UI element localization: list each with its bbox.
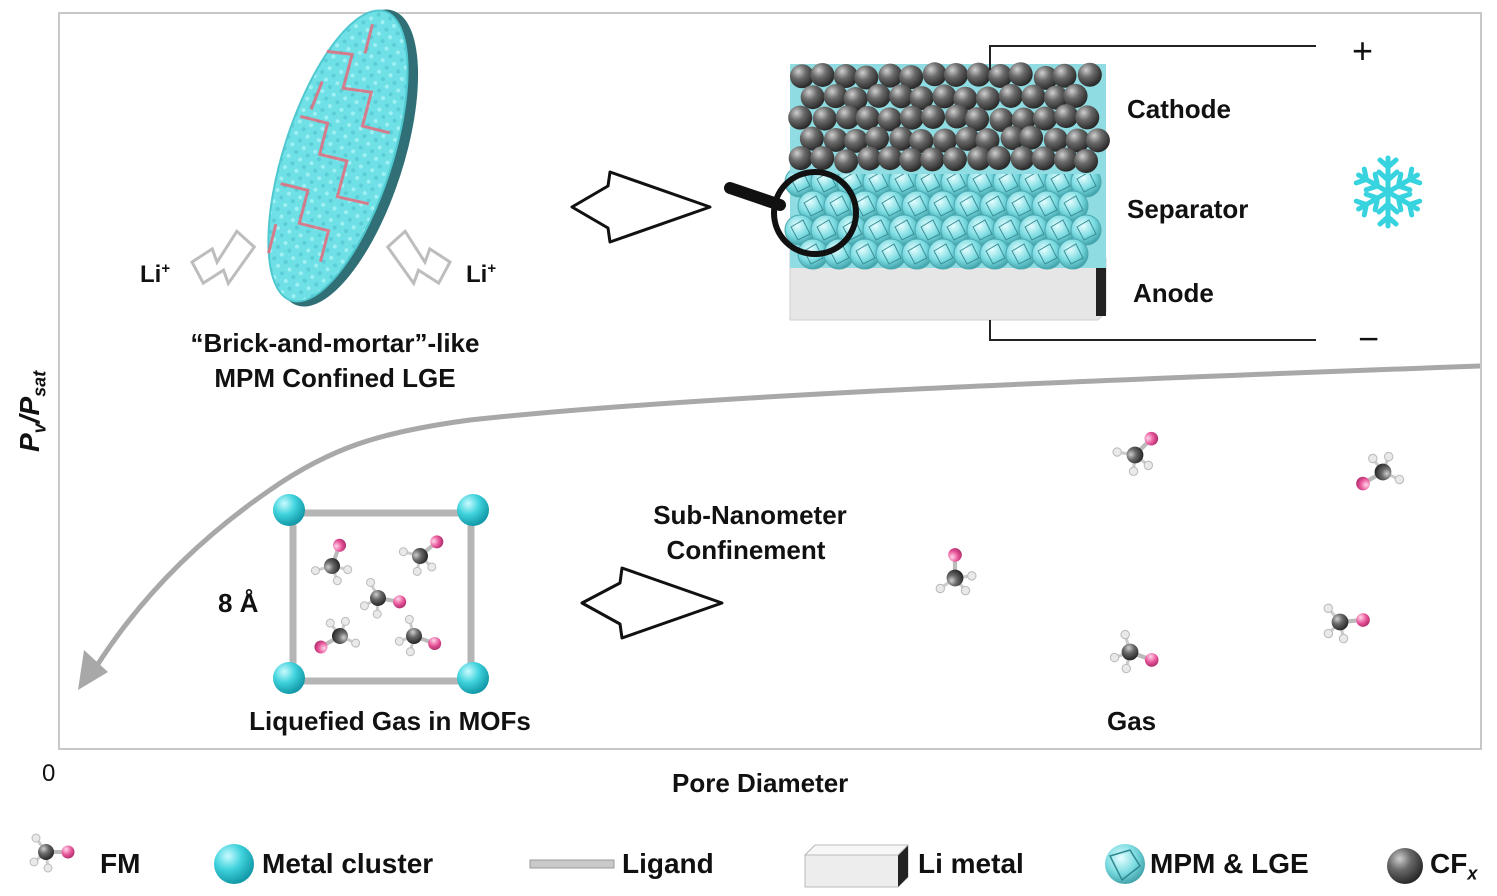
li-left-sup: + (161, 260, 171, 277)
plot-frame (58, 12, 1482, 750)
legend-fm: FM (100, 848, 141, 879)
snowflake-icon (1353, 155, 1423, 229)
mof-caption: Liquefied Gas in MOFs (249, 706, 531, 736)
minus-sign: − (1358, 318, 1380, 359)
li-ion-left: Li+ (140, 260, 170, 289)
li-right-text: Li (466, 261, 488, 288)
cathode-label: Cathode (1127, 94, 1231, 124)
legend-ligand: Ligand (622, 848, 714, 879)
disc-caption-line1: “Brick-and-mortar”-like (190, 328, 480, 358)
li-left-text: Li (140, 261, 162, 288)
separator-label: Separator (1127, 194, 1249, 224)
legend-metal-cluster: Metal cluster (262, 848, 434, 879)
plus-sign: + (1352, 30, 1374, 71)
brick-mortar-disc (267, 9, 419, 307)
y-label-sub2: sat (29, 370, 50, 397)
mof-cube (273, 494, 489, 694)
hollow-arrow-top (570, 170, 712, 244)
legend-cf-sub: x (1467, 863, 1478, 884)
x-axis-label: Pore Diameter (672, 768, 849, 798)
y-label-sub1: v (29, 423, 50, 434)
confinement-line2: Confinement (666, 535, 826, 565)
li-right-sup: + (487, 260, 497, 277)
origin-label: 0 (42, 760, 56, 787)
magnifier-icon (724, 169, 859, 257)
curve-arrowhead (78, 650, 108, 690)
pressure-curve (85, 363, 1481, 682)
battery-stack (784, 45, 1316, 341)
disc-caption-line2: MPM Confined LGE (214, 363, 456, 393)
li-arrow-right (385, 229, 452, 287)
anode-label: Anode (1133, 278, 1214, 308)
confinement-line1: Sub-Nanometer (653, 500, 847, 530)
li-arrow-left (190, 229, 257, 287)
li-ion-right: Li+ (466, 260, 496, 289)
legend-mpm-lge: MPM & LGE (1150, 848, 1309, 879)
legend-graphics (29, 833, 1423, 888)
gas-caption: Gas (1107, 706, 1157, 736)
legend-cf: CFx (1430, 848, 1477, 885)
legend-li-metal: Li metal (918, 848, 1024, 879)
y-label-p: P (14, 433, 45, 452)
mof-size-label: 8 Å (218, 588, 259, 618)
y-axis-label: Pv/Psat (14, 371, 51, 452)
legend-cf-text: CF (1430, 848, 1468, 879)
hollow-arrow-bottom (580, 566, 724, 640)
y-label-sep: /P (14, 396, 45, 424)
